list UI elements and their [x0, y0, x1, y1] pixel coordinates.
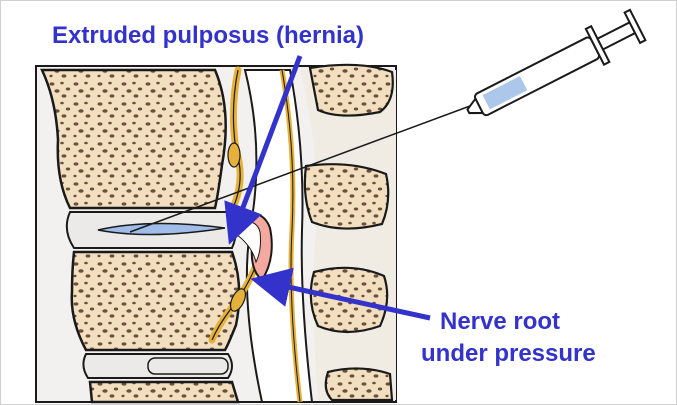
hernia-label: Extruded pulposus (hernia) — [52, 22, 364, 50]
nerve-root-label-line2: under pressure — [421, 340, 596, 368]
nerve-root-label-line1: Nerve root — [440, 308, 560, 336]
